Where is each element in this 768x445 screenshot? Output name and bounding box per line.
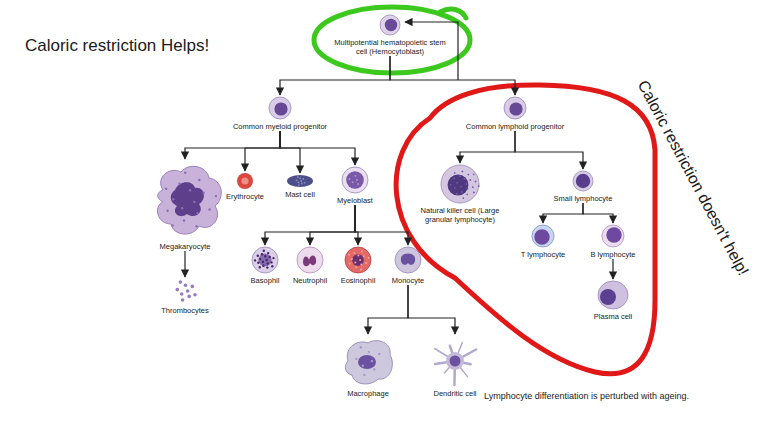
cell-node: Dendritic cell [425, 335, 485, 398]
annotation-label: Caloric restriction Helps! [25, 36, 209, 56]
cell-node: Multipotential hematopoietic stem cell (… [329, 14, 451, 56]
cell-node: Monocyte [385, 246, 431, 285]
lineage-arrow [612, 259, 613, 279]
lineage-arrow [515, 131, 583, 169]
cell-illustration [531, 224, 555, 248]
lineage-arrow [408, 285, 455, 334]
cell-label: Plasma cell [586, 312, 640, 321]
cell-node: Macrophage [335, 335, 401, 398]
red-highlight [396, 85, 655, 374]
lineage-arrow [184, 251, 185, 277]
lineage-arrow [265, 205, 355, 245]
cell-illustration [341, 166, 369, 194]
cell-node: Eosinophil [335, 246, 381, 285]
cell-node: Mast cell [278, 174, 322, 199]
cell-illustration [379, 14, 401, 36]
annotation-label: Caloric restriction doesn't help! [634, 77, 752, 278]
lineage-arrow [390, 56, 515, 95]
cell-label: Neutrophil [287, 276, 333, 285]
cell-illustration [572, 170, 594, 192]
cell-illustration [344, 246, 372, 274]
cell-label: Megakaryocyte [149, 242, 221, 251]
cell-label: Macrophage [335, 389, 401, 398]
cell-illustration [296, 246, 324, 274]
cell-label: Common myeloid progenitor [224, 122, 336, 131]
cell-illustration [251, 246, 279, 274]
cell-illustration [503, 96, 527, 120]
cell-label: Multipotential hematopoietic stem cell (… [329, 38, 451, 56]
cell-illustration [149, 160, 229, 240]
cell-illustration [601, 224, 625, 248]
cell-node: Natural killer cell (Large granular lymp… [409, 164, 511, 224]
cell-node: T lymphocyte [513, 224, 573, 259]
green-highlight-hook [440, 9, 466, 18]
cell-node: Common lymphoid progenitor [459, 96, 571, 131]
lineage-arrow [583, 203, 613, 223]
cell-label: Monocyte [385, 276, 431, 285]
cell-node: Small lymphocyte [543, 170, 623, 203]
cell-illustration [170, 278, 200, 304]
cell-label: Common lymphoid progenitor [459, 122, 571, 131]
lineage-arrow [543, 203, 583, 223]
cell-label: Natural killer cell (Large granular lymp… [409, 206, 511, 224]
lineage-arrow [280, 131, 300, 173]
cell-node: B lymphocyte [583, 224, 643, 259]
cell-illustration [286, 174, 314, 188]
cell-label: Mast cell [278, 190, 322, 199]
cell-illustration [268, 96, 292, 120]
cell-node: Neutrophil [287, 246, 333, 285]
green-highlight [314, 7, 470, 73]
lineage-arrow [280, 56, 390, 95]
cell-illustration [440, 164, 480, 204]
lineage-arrow [368, 285, 408, 334]
lineage-arrow [245, 131, 280, 171]
cell-illustration [394, 246, 422, 274]
cell-label: Thrombocytes [155, 306, 215, 315]
cell-label: Dendritic cell [425, 389, 485, 398]
cell-label: Erythrocyte [220, 192, 270, 201]
lineage-arrow [355, 205, 408, 245]
caption-text: Lymphocyte differentiation is perturbed … [484, 391, 689, 401]
cell-illustration [427, 335, 483, 387]
cell-node: Basophil [242, 246, 288, 285]
cell-illustration [597, 280, 629, 310]
cell-node: Myeloblast [328, 166, 382, 205]
lineage-arrow [185, 131, 280, 159]
cell-label: B lymphocyte [583, 250, 643, 259]
cell-node: Thrombocytes [155, 278, 215, 315]
cell-node: Megakaryocyte [149, 160, 221, 251]
cell-label: Eosinophil [335, 276, 381, 285]
cell-illustration [340, 335, 396, 387]
cell-node: Plasma cell [586, 280, 640, 321]
cell-label: Small lymphocyte [543, 194, 623, 203]
lineage-arrow [280, 131, 355, 165]
cell-illustration [236, 172, 254, 190]
cell-node: Common myeloid progenitor [224, 96, 336, 131]
cell-label: Myeloblast [328, 196, 382, 205]
cell-label: T lymphocyte [513, 250, 573, 259]
lineage-arrow [460, 131, 515, 163]
cell-label: Basophil [242, 276, 288, 285]
cell-node: Erythrocyte [220, 172, 270, 201]
lineage-arrow [310, 205, 355, 245]
